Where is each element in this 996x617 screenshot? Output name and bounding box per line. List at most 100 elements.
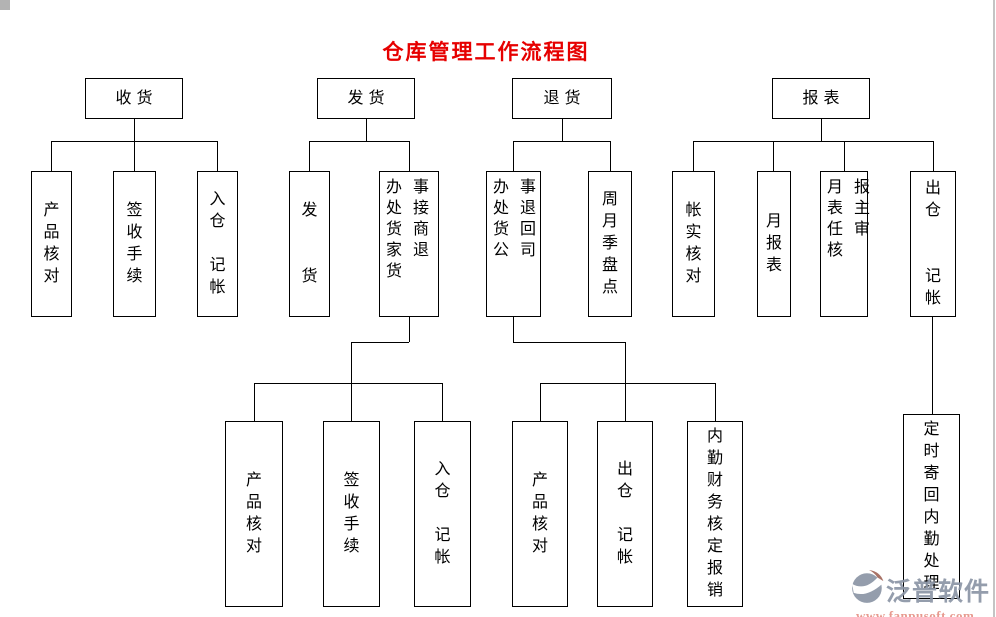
- node-text-line: 记: [924, 268, 941, 285]
- connector-line: [513, 317, 514, 342]
- node-text-line: 核: [706, 516, 723, 533]
- node-text-line: 周: [601, 191, 618, 208]
- connector-line: [409, 141, 410, 171]
- node-text-line: 收: [126, 224, 143, 241]
- node-text-line: 手: [343, 516, 360, 533]
- node-text-line: 帐: [209, 279, 226, 296]
- connector-line: [309, 141, 409, 142]
- connector-line: [693, 141, 694, 171]
- connector-line: [821, 119, 822, 141]
- node-text-line: [290, 244, 329, 266]
- node-text-line: 对: [531, 538, 548, 555]
- scheduled-mail-back-office-node: 定时寄回内勤处理: [903, 414, 960, 599]
- shipping-node: 发货: [317, 78, 415, 119]
- node-text-line: 表主: [827, 200, 882, 217]
- node-text-line: 核: [827, 242, 855, 259]
- node-text-line: 退货: [543, 89, 586, 107]
- node-text-line: 对: [245, 538, 262, 555]
- node-text-line: 办事: [386, 179, 441, 196]
- node-text-line: 帐: [924, 290, 941, 307]
- node-text-line: 季: [601, 235, 618, 252]
- product-check-shipping-node: 产品核对: [225, 421, 283, 607]
- node-text-line: 品: [43, 224, 60, 241]
- office-handle-merchant-returns-node: 办事处接货商家退货: [379, 171, 439, 317]
- node-text-line: 货: [301, 268, 318, 285]
- product-check-receiving-node: 产品核对: [31, 171, 72, 317]
- watermark-brand-text: 泛普软件: [886, 577, 991, 606]
- node-text-line: 续: [126, 268, 143, 285]
- node-text-line: 盘: [601, 257, 618, 274]
- page-right-edge-line: [993, 0, 995, 617]
- node-text-line: [911, 222, 955, 244]
- connector-line: [625, 342, 626, 383]
- node-text-line: 月: [601, 213, 618, 230]
- connector-line: [610, 141, 611, 171]
- connector-line: [932, 317, 933, 414]
- report-director-review-node: 月报表主任审核: [820, 171, 870, 317]
- node-text-line: 务: [706, 494, 723, 511]
- node-text-line: 仓: [209, 213, 226, 230]
- connector-line: [134, 119, 135, 141]
- ship-goods-node: 发 货: [289, 171, 330, 317]
- node-text-line: 记: [209, 257, 226, 274]
- node-text-line: 入: [434, 461, 451, 478]
- node-text-line: 处接: [386, 200, 441, 217]
- connector-line: [513, 141, 514, 171]
- node-text-line: 仓: [924, 202, 941, 219]
- connector-line: [715, 383, 716, 421]
- node-text-line: 内: [923, 508, 940, 526]
- node-text-line: 公司: [493, 242, 548, 259]
- account-reality-check-node: 帐实核对: [672, 171, 715, 317]
- connector-line: [540, 383, 715, 384]
- connector-line: [217, 141, 218, 171]
- node-text-line: 仓: [434, 483, 451, 500]
- watermark-url-text: www.fanpusoft.com: [856, 608, 975, 617]
- connector-line: [933, 141, 934, 171]
- node-text-line: 报: [765, 235, 782, 252]
- node-text-line: 定: [923, 420, 940, 438]
- connector-line: [51, 141, 52, 171]
- reports-node: 报表: [772, 78, 870, 119]
- node-text-line: [290, 222, 329, 244]
- node-text-line: 内: [706, 428, 723, 445]
- node-text-line: 品: [531, 494, 548, 511]
- watermark: 泛普软件 www.fanpusoft.com: [850, 569, 996, 617]
- node-text-line: 表: [765, 257, 782, 274]
- returns-node: 退货: [512, 78, 612, 119]
- connector-line: [254, 383, 442, 384]
- page-corner-artifact: [0, 0, 10, 10]
- node-text-line: 产: [245, 472, 262, 489]
- sign-procedure-receiving-node: 签收手续: [113, 171, 156, 317]
- connector-line: [351, 342, 352, 383]
- node-text-line: 回: [923, 486, 940, 504]
- node-text-line: 续: [343, 538, 360, 555]
- node-text-line: 勤: [923, 530, 940, 548]
- node-text-line: 记: [616, 527, 633, 544]
- connector-line: [351, 383, 352, 421]
- node-text-line: 产: [531, 472, 548, 489]
- node-text-line: 销: [706, 582, 723, 599]
- node-text-line: 入: [209, 191, 226, 208]
- product-check-returns-node: 产品核对: [512, 421, 568, 607]
- node-text-line: 收: [343, 494, 360, 511]
- sign-procedure-shipping-node: 签收手续: [323, 421, 380, 607]
- connector-line: [366, 119, 367, 141]
- node-text-line: 货回: [493, 221, 548, 238]
- connector-line: [254, 383, 255, 421]
- connector-line: [625, 383, 626, 421]
- node-text-line: 核: [245, 516, 262, 533]
- node-text-line: [415, 503, 470, 525]
- node-text-line: 对: [685, 268, 702, 285]
- diagram-title: 仓库管理工作流程图: [382, 40, 590, 64]
- connector-line: [844, 141, 845, 171]
- node-text-line: 货: [386, 263, 414, 280]
- node-text-line: 核: [43, 246, 60, 263]
- node-text-line: 办事: [493, 179, 548, 196]
- node-text-line: [198, 233, 237, 255]
- node-text-line: 签: [343, 472, 360, 489]
- node-text-line: 勤: [706, 450, 723, 467]
- office-return-to-company-node: 办事处退货回公司: [486, 171, 541, 317]
- connector-line: [351, 342, 409, 343]
- node-text-line: 点: [601, 279, 618, 296]
